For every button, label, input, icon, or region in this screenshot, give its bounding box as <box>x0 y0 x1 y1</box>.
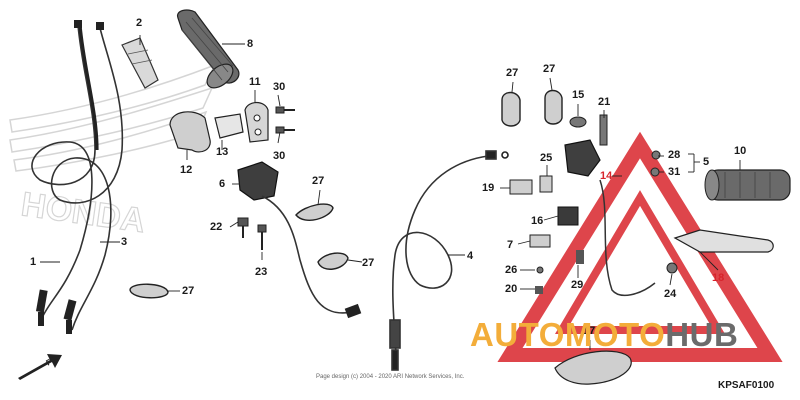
copyright-text: Page design (c) 2004 - 2020 ARI Network … <box>316 374 465 380</box>
callout-1: 1 <box>30 256 37 268</box>
callout-18: 18 <box>712 272 725 284</box>
watermark-part2: HUB <box>665 316 739 353</box>
callout-24: 24 <box>664 288 677 300</box>
leader-lines <box>40 35 741 350</box>
throttle-cable-1 <box>31 24 99 319</box>
clutch-cable-4 <box>389 150 509 371</box>
bolts-22-23 <box>237 217 267 250</box>
honda-brand-text: HONDA <box>19 185 148 240</box>
callout-27b: 27 <box>362 257 375 269</box>
callout-27e: 27 <box>543 63 556 75</box>
callout-16: 16 <box>531 215 544 227</box>
throttle-grip-8 <box>176 9 240 89</box>
cable-ends <box>35 20 104 334</box>
callout-3: 3 <box>121 236 128 248</box>
callout-17: 17 <box>583 325 596 337</box>
callout-22: 22 <box>210 221 223 233</box>
throttle-boot-2 <box>121 37 159 89</box>
diagram-code: KPSAF0100 <box>718 380 775 391</box>
throttle-housing-12 <box>169 111 244 153</box>
band-clips-27 <box>129 89 563 299</box>
throttle-cable-3 <box>50 27 124 331</box>
callout-27d: 27 <box>506 67 519 79</box>
switch-6 <box>237 161 362 319</box>
callout-28: 28 <box>668 149 681 161</box>
left-grip-10 <box>704 169 791 201</box>
callout-27a: 27 <box>312 175 325 187</box>
callout-8: 8 <box>247 38 254 50</box>
watermark-text: AUTOMOTOHUB <box>470 316 738 354</box>
callout-11: 11 <box>249 76 261 88</box>
callout-7: 7 <box>507 239 514 251</box>
callout-2: 2 <box>136 17 143 29</box>
callout-30a: 30 <box>273 81 286 93</box>
clamp-11 <box>244 101 269 143</box>
callout-14: 14 <box>600 170 613 182</box>
bolts-30 <box>275 106 295 134</box>
callout-30b: 30 <box>273 150 286 162</box>
callout-21: 21 <box>598 96 611 108</box>
callout-15: 15 <box>572 89 585 101</box>
callout-29: 29 <box>571 279 584 291</box>
callout-23: 23 <box>255 266 268 278</box>
callout-27c: 27 <box>182 285 195 297</box>
callout-26: 26 <box>505 264 518 276</box>
callout-20: 20 <box>505 283 518 295</box>
honda-wing-logo: HONDA <box>9 63 217 241</box>
watermark-part1: AUTOMOTO <box>470 316 666 353</box>
front-arrow-icon <box>18 354 62 380</box>
callout-25: 25 <box>540 152 553 164</box>
callout-13: 13 <box>216 146 229 158</box>
callout-5: 5 <box>703 156 710 168</box>
callout-4: 4 <box>467 250 474 262</box>
callout-6: 6 <box>219 178 226 190</box>
callout-10: 10 <box>734 145 747 157</box>
clutch-lever-assembly <box>509 114 774 297</box>
callout-19: 19 <box>482 182 495 194</box>
callout-31: 31 <box>668 166 681 178</box>
callout-12: 12 <box>180 164 193 176</box>
lever-cover-17 <box>554 350 632 385</box>
